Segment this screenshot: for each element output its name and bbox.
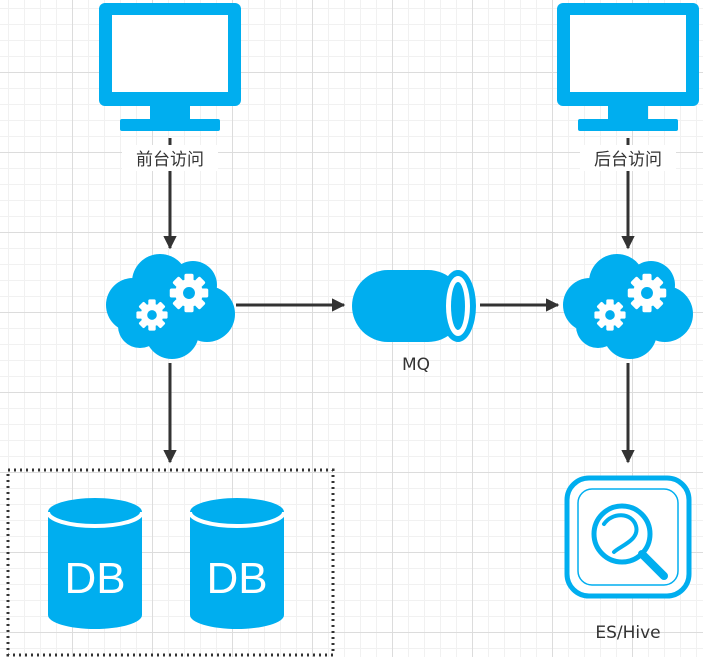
back-access-node: 后台访问 [557,3,699,171]
cloud-gears-icon [106,254,235,359]
front-service-node [106,254,235,359]
queue-cylinder-icon [352,270,476,342]
cloud-gears-icon [563,254,693,359]
front-access-node: 前台访问 [99,3,241,171]
db2-label: DB [206,554,267,603]
database-icon [46,498,144,629]
mq-node: MQ [352,270,476,375]
db1-node: DB [46,498,144,629]
back-access-label: 后台访问 [594,150,662,170]
es-hive-node: ES/Hive [564,475,692,643]
db2-node: DB [188,498,286,629]
db-group: DB DB [6,468,335,657]
es-hive-label: ES/Hive [595,623,660,643]
db1-label: DB [64,554,125,603]
front-access-label: 前台访问 [136,150,204,170]
database-icon [188,498,286,629]
monitor-icon [557,3,699,131]
search-app-icon [564,475,692,599]
monitor-icon [99,3,241,131]
db-group-frame [6,468,335,657]
back-service-node [563,254,693,359]
mq-label: MQ [402,355,430,375]
